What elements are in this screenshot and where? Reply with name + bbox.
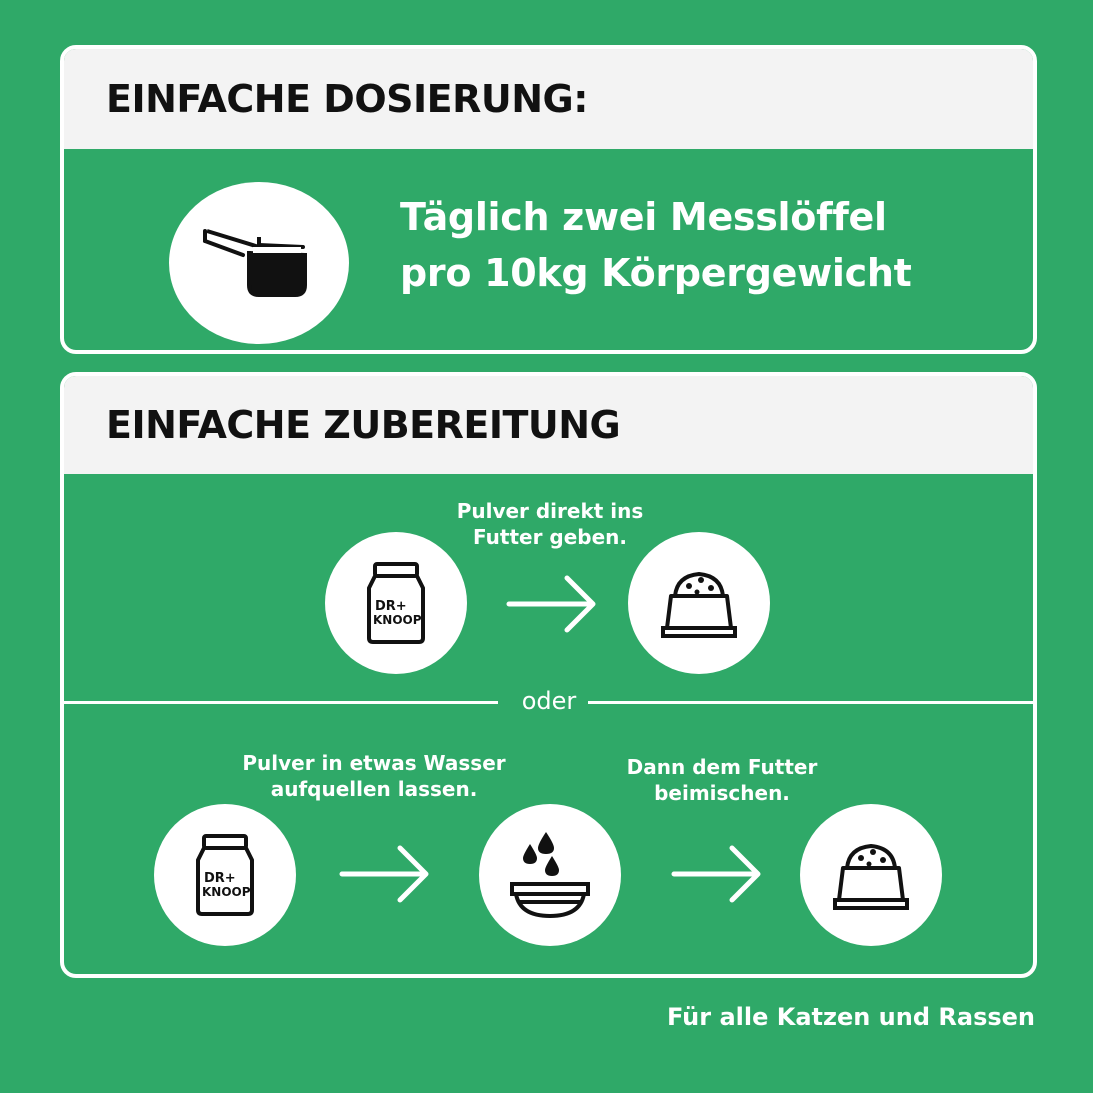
option2-caption-2: Dann dem Futter beimischen. <box>612 754 832 806</box>
bag-label-line-2: KNOOP <box>373 613 422 627</box>
dosing-header: EINFACHE DOSIERUNG: <box>64 49 1033 149</box>
option2-caption-1-line-2: aufquellen lassen. <box>270 777 478 801</box>
dosing-card: EINFACHE DOSIERUNG: Täglich zwei Messlöf… <box>60 45 1037 354</box>
arrow-right-icon <box>671 845 761 903</box>
product-bag-icon: DR+ KNOOP <box>367 562 425 644</box>
option2-caption-2-line-1: Dann dem Futter <box>626 755 818 779</box>
option2-caption-2-line-2: beimischen. <box>654 781 790 805</box>
dosing-line-1: Täglich zwei Messlöffel <box>400 195 887 239</box>
option1-food-circle <box>628 532 770 674</box>
food-bowl-icon <box>661 571 737 638</box>
dosing-instruction: Täglich zwei Messlöffel pro 10kg Körperg… <box>400 189 912 301</box>
product-bag-icon: DR+ KNOOP <box>196 834 254 916</box>
dosing-title: EINFACHE DOSIERUNG: <box>106 77 588 121</box>
arrow-right-icon <box>339 845 429 903</box>
option2-food-circle <box>800 804 942 946</box>
bag-label-line-1: DR+ <box>204 871 236 886</box>
dosing-line-2: pro 10kg Körpergewicht <box>400 251 912 295</box>
option2-bag-circle: DR+ KNOOP <box>154 804 296 946</box>
divider-label: oder <box>521 687 577 715</box>
arrow-right-icon <box>506 575 596 633</box>
option1-caption-line-1: Pulver direkt ins <box>456 499 644 523</box>
option2-caption-1: Pulver in etwas Wasser aufquellen lassen… <box>224 750 524 802</box>
food-bowl-icon <box>833 843 909 910</box>
divider-left <box>64 701 498 704</box>
option2-caption-1-line-1: Pulver in etwas Wasser <box>242 751 506 775</box>
preparation-card: EINFACHE ZUBEREITUNG Pulver direkt ins F… <box>60 372 1037 978</box>
bag-label-line-1: DR+ <box>375 599 407 614</box>
preparation-header: EINFACHE ZUBEREITUNG <box>64 376 1033 474</box>
bag-label-line-2: KNOOP <box>202 885 251 899</box>
scoop-circle <box>169 182 349 344</box>
divider-right <box>588 701 1033 704</box>
preparation-title: EINFACHE ZUBEREITUNG <box>106 403 621 447</box>
option1-caption-line-2: Futter geben. <box>472 525 627 549</box>
option1-caption: Pulver direkt ins Futter geben. <box>430 498 670 550</box>
option2-water-circle <box>479 804 621 946</box>
measuring-scoop-icon <box>203 229 307 297</box>
option1-bag-circle: DR+ KNOOP <box>325 532 467 674</box>
water-bowl-icon <box>510 832 590 919</box>
footer-note: Für alle Katzen und Rassen <box>666 1003 1035 1031</box>
